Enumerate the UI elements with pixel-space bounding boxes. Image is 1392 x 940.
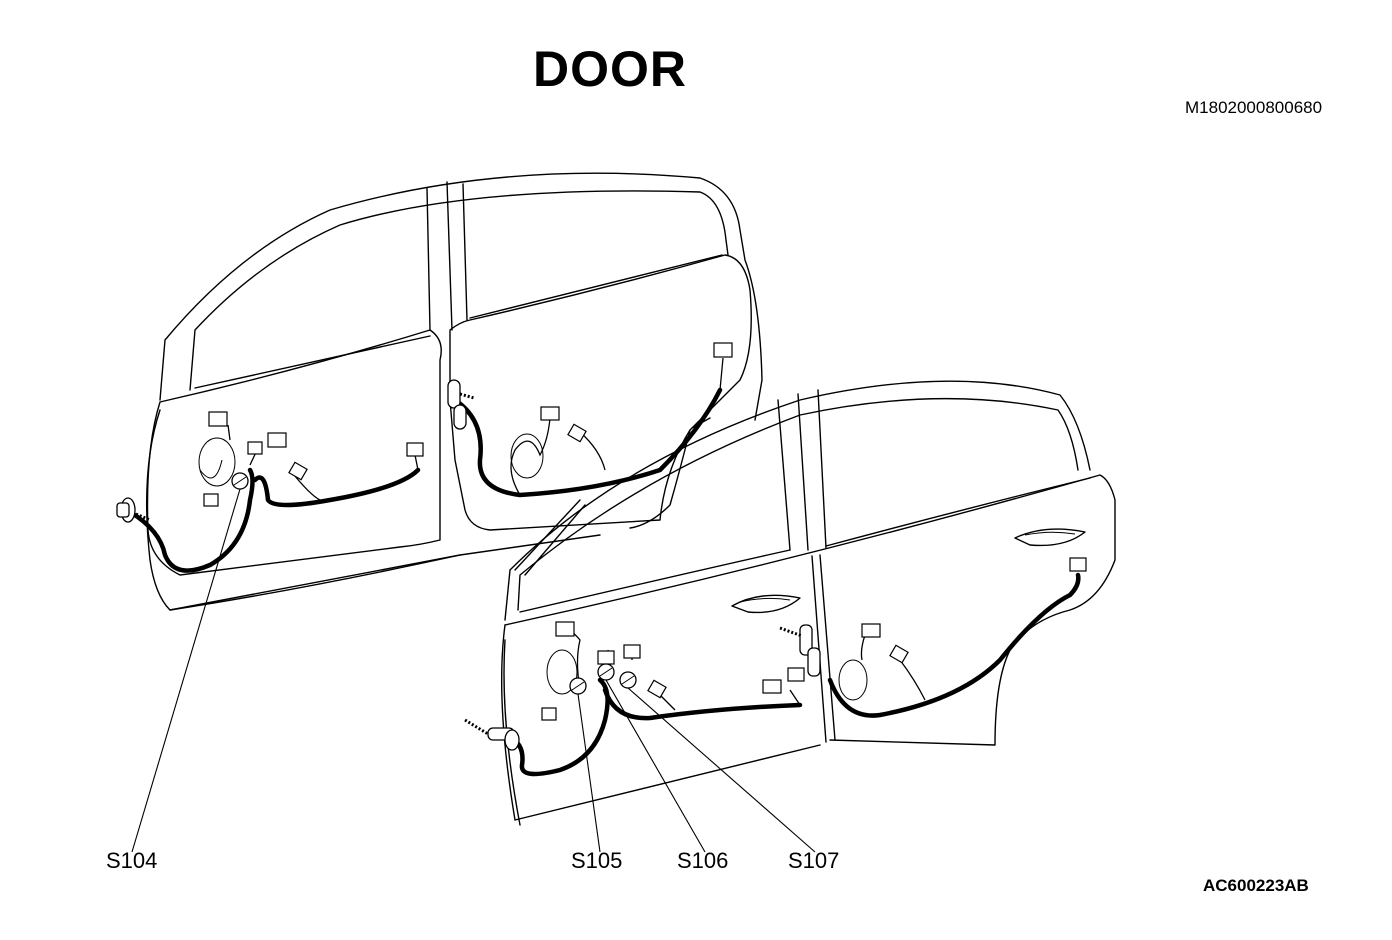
callout-s107: S107 xyxy=(788,848,840,873)
callout-s105: S105 xyxy=(571,848,623,873)
document-code: M1802000800680 xyxy=(1185,98,1323,117)
leader-s107 xyxy=(627,687,816,853)
callout-s106: S106 xyxy=(677,848,729,873)
callout-s104: S104 xyxy=(106,848,158,873)
leader-s104 xyxy=(131,488,241,853)
upper-harness xyxy=(116,342,733,573)
upper-car-body xyxy=(145,172,763,611)
connector-block xyxy=(208,411,228,427)
leader-s106 xyxy=(605,679,706,853)
page-title: DOOR xyxy=(533,41,687,97)
lower-harness xyxy=(464,557,1087,777)
figure-code: AC600223AB xyxy=(1203,876,1309,895)
callout-leaders xyxy=(131,488,816,853)
leader-s105 xyxy=(577,693,601,853)
